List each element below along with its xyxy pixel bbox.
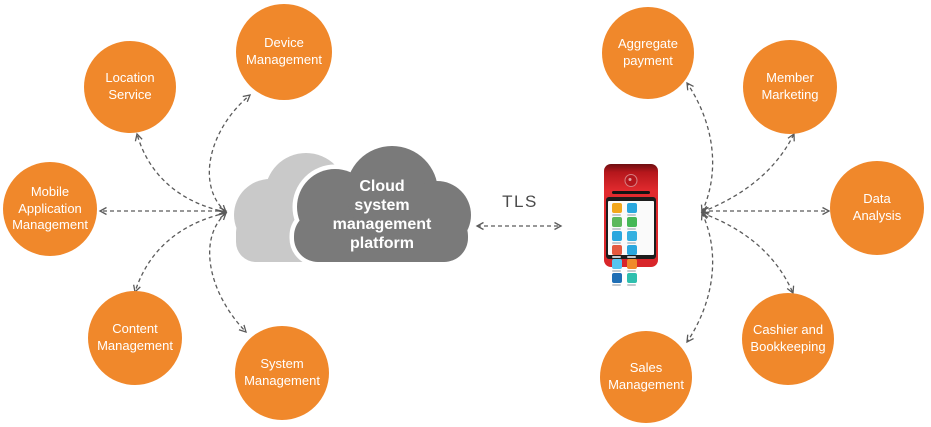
- node-data-analysis: Data Analysis: [830, 161, 924, 255]
- connector-cloud-device-management: [208, 94, 252, 213]
- node-sales-management: Sales Management: [600, 331, 692, 423]
- printer-slot: [612, 191, 650, 194]
- connector-cloud-content-management: [133, 210, 228, 294]
- cloud-label-line: system: [354, 196, 410, 214]
- node-content-management: Content Management: [88, 291, 182, 385]
- app-icon: [610, 259, 623, 272]
- app-icon: [625, 273, 638, 286]
- pos-screen-bezel: [606, 197, 656, 286]
- app-icon: [625, 245, 638, 258]
- app-icon: [610, 245, 623, 258]
- app-icon: [610, 217, 623, 230]
- app-icon: [625, 203, 638, 216]
- app-icon: [610, 203, 623, 216]
- cloud-label-line: platform: [350, 234, 414, 252]
- app-icon: [610, 231, 623, 244]
- connector-cloud-system-management: [209, 212, 247, 333]
- node-device-management: Device Management: [236, 4, 332, 100]
- node-member-marketing: Member Marketing: [743, 40, 837, 134]
- node-system-management: System Management: [235, 326, 329, 420]
- cloud-shape: [294, 146, 471, 262]
- cloud-label-line: Cloud: [359, 178, 405, 195]
- app-icon: [625, 231, 638, 244]
- app-icon: [625, 217, 638, 230]
- connector-device-cashier-bookkeeping: [700, 211, 795, 295]
- app-icon: [625, 259, 638, 272]
- cloud-platform-label: Cloud system management platform: [302, 178, 462, 254]
- connector-cloud-location-service: [134, 132, 228, 215]
- node-mobile-application-management: Mobile Application Management: [3, 162, 97, 256]
- connector-device-aggregate-payment: [686, 81, 714, 214]
- connector-device-sales-management: [686, 211, 714, 344]
- device-app-grid: [608, 201, 654, 286]
- contactless-icon: [624, 174, 638, 187]
- node-cashier-bookkeeping: Cashier and Bookkeeping: [742, 293, 834, 385]
- app-icon: [610, 273, 623, 286]
- pos-terminal: [604, 164, 658, 286]
- node-location-service: Location Service: [84, 41, 176, 133]
- tls-label: TLS: [502, 192, 538, 211]
- connector-device-member-marketing: [700, 132, 795, 214]
- cloud-label-line: management: [332, 215, 432, 233]
- node-aggregate-payment: Aggregate payment: [602, 7, 694, 99]
